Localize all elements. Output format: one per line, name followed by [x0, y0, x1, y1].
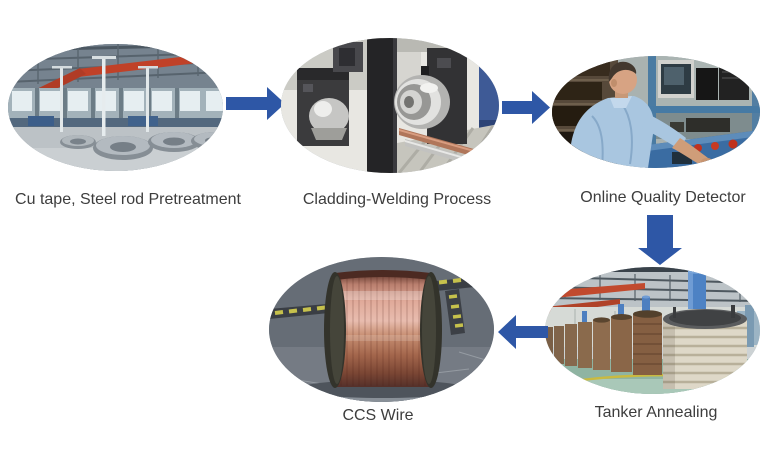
flow-arrow-right-1-icon — [226, 87, 285, 120]
step-3-caption: Online Quality Detector — [580, 189, 746, 206]
step-3-photo-quality-detector — [552, 56, 760, 168]
welding-machine-illustration — [281, 38, 499, 173]
flow-arrow-right-2-icon — [502, 91, 550, 124]
step-4-caption: Tanker Annealing — [594, 404, 718, 421]
step-2-caption: Cladding-Welding Process — [302, 191, 492, 208]
wire-spool-illustration — [269, 257, 494, 402]
step-1-photo-cu-tape-pretreatment — [8, 44, 223, 171]
step-5-photo-ccs-wire — [269, 257, 494, 402]
flow-arrow-down-icon — [638, 215, 682, 265]
step-4-photo-tanker-annealing — [545, 267, 760, 394]
factory-hall-illustration — [8, 44, 223, 171]
flow-arrow-left-icon — [498, 315, 548, 349]
step-1-caption: Cu tape, Steel rod Pretreatment — [15, 191, 241, 208]
operator-illustration — [552, 56, 760, 168]
annealing-hall-illustration — [545, 267, 760, 394]
step-2-photo-cladding-welding — [281, 38, 499, 173]
step-5-caption: CCS Wire — [342, 407, 414, 424]
